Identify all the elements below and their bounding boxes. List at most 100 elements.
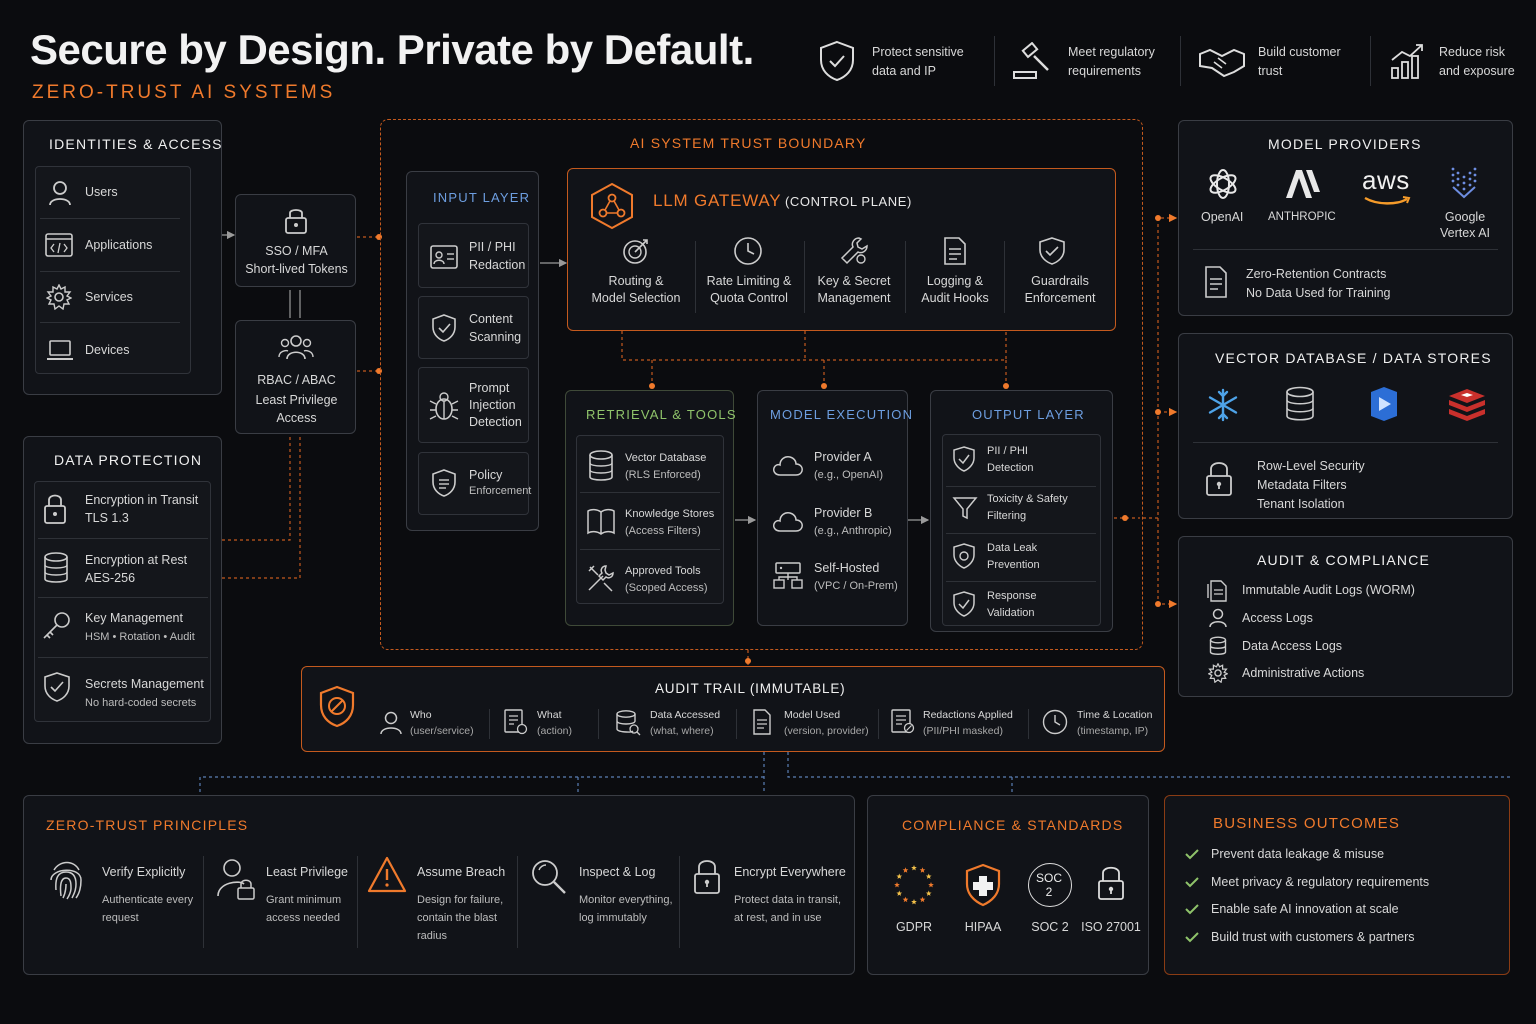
check-icon [1185,876,1199,888]
input-policy-1: Policy [469,468,503,482]
benefit-line-2: trust [1258,64,1283,78]
gateway-title: LLM GATEWAY [653,191,782,210]
gdpr-stars-icon [892,863,936,907]
identities-title: IDENTITIES & ACCESS [49,136,223,152]
database-icon [1285,386,1315,422]
input-prompt-2: Injection [469,398,516,412]
gateway-logging-2: Audit Hooks [921,291,989,305]
model-a-2: (e.g., OpenAI) [814,469,884,481]
identity-devices: Devices [85,343,130,357]
database-icon [1209,636,1227,656]
anthropic-logo-icon [1284,169,1320,199]
retrieval-knowledge-1: Knowledge Stores [625,508,715,520]
business-outcomes-panel: BUSINESS OUTCOMES Prevent data leakage &… [1164,795,1510,975]
user-icon [380,711,402,735]
sso-label-2: Short-lived Tokens [245,262,348,276]
filter-icon [952,495,978,521]
redis-store-icon [1447,386,1487,422]
sso-label-1: SSO / MFA [265,244,328,258]
provider-anthropic: ANTHROPIC [1268,211,1336,223]
audit-worm: Immutable Audit Logs (WORM) [1242,583,1415,597]
trail-time-1: Time & Location [1077,709,1153,721]
principle-inspect-desc-2: log immutably [579,912,647,924]
cloud-icon [772,509,804,533]
identity-services: Services [85,290,133,304]
benefit-line-1: Reduce risk [1439,45,1505,59]
principle-breach-heading: Assume Breach [417,865,506,879]
model-a-1: Provider A [814,450,872,464]
lock-icon [43,491,67,525]
output-toxicity-2: Filtering [987,510,1027,522]
server-network-icon [773,561,803,591]
principle-privilege-heading: Least Privilege [266,865,348,879]
benefit-line-1: Protect sensitive [872,45,964,59]
clock-icon [733,236,763,266]
output-layer-title: OUTPUT LAYER [972,407,1085,422]
user-lock-icon [216,858,256,900]
input-pii-2: Redaction [469,258,526,272]
gateway-title-suffix: (CONTROL PLANE) [785,194,912,209]
gear-icon [46,284,72,310]
principle-breach-desc-3: radius [417,930,447,942]
outcome-1: Prevent data leakage & misuse [1211,847,1385,861]
soc2-badge-number: 2 [1045,885,1053,899]
sso-mfa-box: SSO / MFA Short-lived Tokens [235,194,356,287]
gateway-rate-1: Rate Limiting & [706,274,792,288]
model-b-2: (e.g., Anthropic) [814,525,892,537]
identity-users: Users [85,185,118,199]
snowflake-icon [1206,388,1240,422]
output-pii-2: Detection [987,462,1034,474]
trail-data-1: Data Accessed [650,709,721,721]
audit-admin: Administrative Actions [1242,666,1365,680]
gavel-icon [1010,42,1052,82]
trail-redactions-1: Redactions Applied [923,709,1013,721]
shield-check-icon [431,313,457,343]
rbac-label-2: Least Privilege [255,393,338,407]
laptop-icon [46,339,74,361]
outcome-3: Enable safe AI innovation at scale [1211,902,1399,916]
principle-privilege-desc-2: access needed [266,912,340,924]
gear-icon [1208,663,1228,683]
routing-target-icon [622,237,650,265]
compliance-title: COMPLIANCE & STANDARDS [902,817,1124,833]
model-providers-panel: MODEL PROVIDERS OpenAI ANTHROPIC aws Goo… [1178,120,1513,316]
gateway-guardrails-2: Enforcement [1024,291,1096,305]
data-protection-panel: DATA PROTECTION Encryption in Transit TL… [23,436,222,744]
input-pii-1: PII / PHI [469,240,516,254]
shield-check-icon [1038,236,1066,266]
document-icon [943,236,967,266]
output-validation-2: Validation [987,607,1035,619]
retrieval-vector-1: Vector Database [625,452,707,464]
principle-verify-desc-2: request [102,912,139,924]
trail-model-2: (version, provider) [784,725,869,737]
compliance-soc2: SOC 2 [1031,920,1069,934]
output-leak-2: Prevention [987,559,1040,571]
principle-privilege-desc-1: Grant minimum [266,894,342,906]
code-window-icon [45,233,73,257]
gateway-routing-1: Routing & [608,274,664,288]
bug-icon [429,390,459,422]
output-layer-panel: OUTPUT LAYER PII / PHI Detection Toxicit… [930,390,1113,632]
trail-data-2: (what, where) [650,725,714,737]
lock-icon [283,205,309,235]
principle-breach-desc-1: Design for failure, [417,894,504,906]
users-group-icon [278,333,314,361]
principle-breach-desc-2: contain the blast [417,912,498,924]
gateway-rate-2: Quota Control [710,291,788,305]
cloud-icon [772,453,804,477]
data-protection-title: DATA PROTECTION [54,452,203,468]
principle-encrypt-desc-1: Protect data in transit, [734,894,841,906]
provider-google-2: Vertex AI [1439,226,1491,240]
vector-db-tenant: Tenant Isolation [1257,497,1345,511]
dp-transit-1: Encryption in Transit [85,493,199,507]
database-icon [43,552,69,584]
input-policy-2: Enforcement [469,485,532,497]
principles-title: ZERO-TRUST PRINCIPLES [46,817,249,833]
contract-document-icon [1204,265,1228,299]
benefit-risk: Reduce risk and exposure [1388,38,1528,84]
rbac-abac-box: RBAC / ABAC Least Privilege Access [235,320,356,434]
benefit-line-2: and exposure [1439,64,1515,78]
redaction-document-icon [891,709,915,735]
input-prompt-3: Detection [469,415,522,429]
